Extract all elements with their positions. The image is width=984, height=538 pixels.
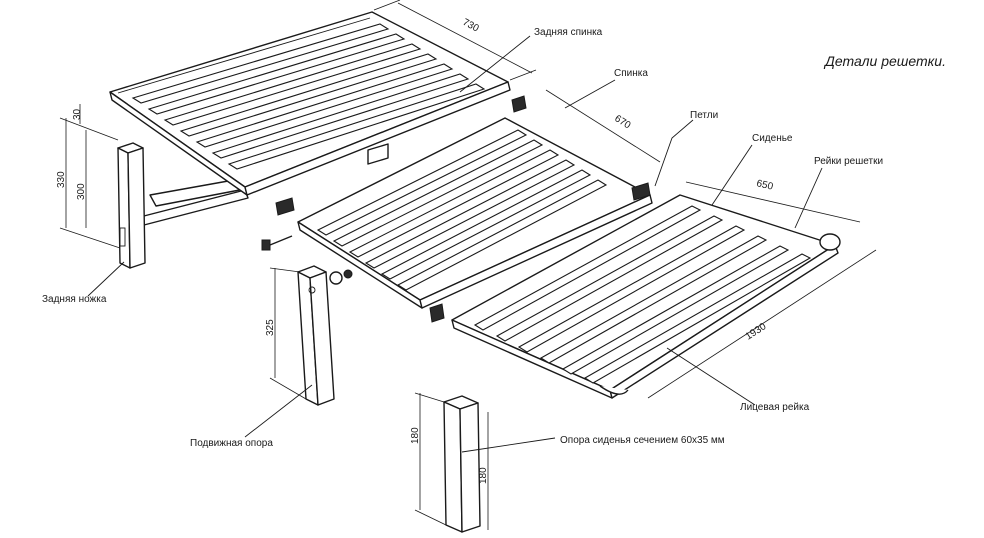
leader-back [459,35,531,93]
leader-folding-support [244,384,313,438]
label-back: Задняя спинка [534,27,603,38]
dim-670: 670 [612,113,632,131]
dim-325: 325 [265,319,276,336]
hinge-2 [275,197,295,216]
back-panel [109,11,511,226]
dim-300: 300 [76,183,87,200]
dimension-lines [59,0,877,530]
dim-180b: 180 [478,467,489,484]
label-seat: Сиденье [752,133,793,144]
hinge-4 [429,303,445,323]
seat-slats [473,205,812,384]
label-grid-slats: Рейки решетки [814,156,883,167]
diagram-title: Детали решетки. [823,53,946,69]
label-back-leg: Задняя ножка [42,294,107,305]
washer-1 [329,271,343,285]
dim-650: 650 [755,178,774,193]
dim-30: 30 [72,108,83,120]
bolt-shaft [269,235,293,246]
dim-1930: 1930 [744,321,769,343]
dim-330: 330 [56,171,67,188]
label-seat-frame: Спинка [614,68,648,79]
leader-seat [711,144,753,206]
washer-2 [343,269,353,279]
leader-lines [87,35,823,453]
seat-frame-slats [316,129,608,291]
front-support [443,395,481,533]
back-panel-slats [131,23,486,170]
leader-front-support [461,437,556,453]
leader-hinges [654,119,694,187]
label-hinges: Петли [690,110,718,121]
hinge-3 [631,182,651,201]
leader-back-leg [87,261,125,297]
seat-panel [451,194,841,399]
dim-730: 730 [461,17,481,35]
label-front-slat: Лицевая рейка [740,402,810,413]
bolt-head [261,239,271,251]
hardware [261,95,651,323]
leader-front-slat [666,347,756,406]
dim-180a: 180 [410,427,421,444]
label-front-support: Опора сиденья сечением 60х35 мм [560,435,725,446]
folding-support [297,265,335,406]
back-leg [117,142,146,269]
hinge-1 [511,95,527,113]
leader-grid-slats [794,167,823,229]
label-folding-support: Подвижная опора [190,438,273,449]
leader-seat-frame [564,79,616,109]
seat-frame [297,117,653,309]
